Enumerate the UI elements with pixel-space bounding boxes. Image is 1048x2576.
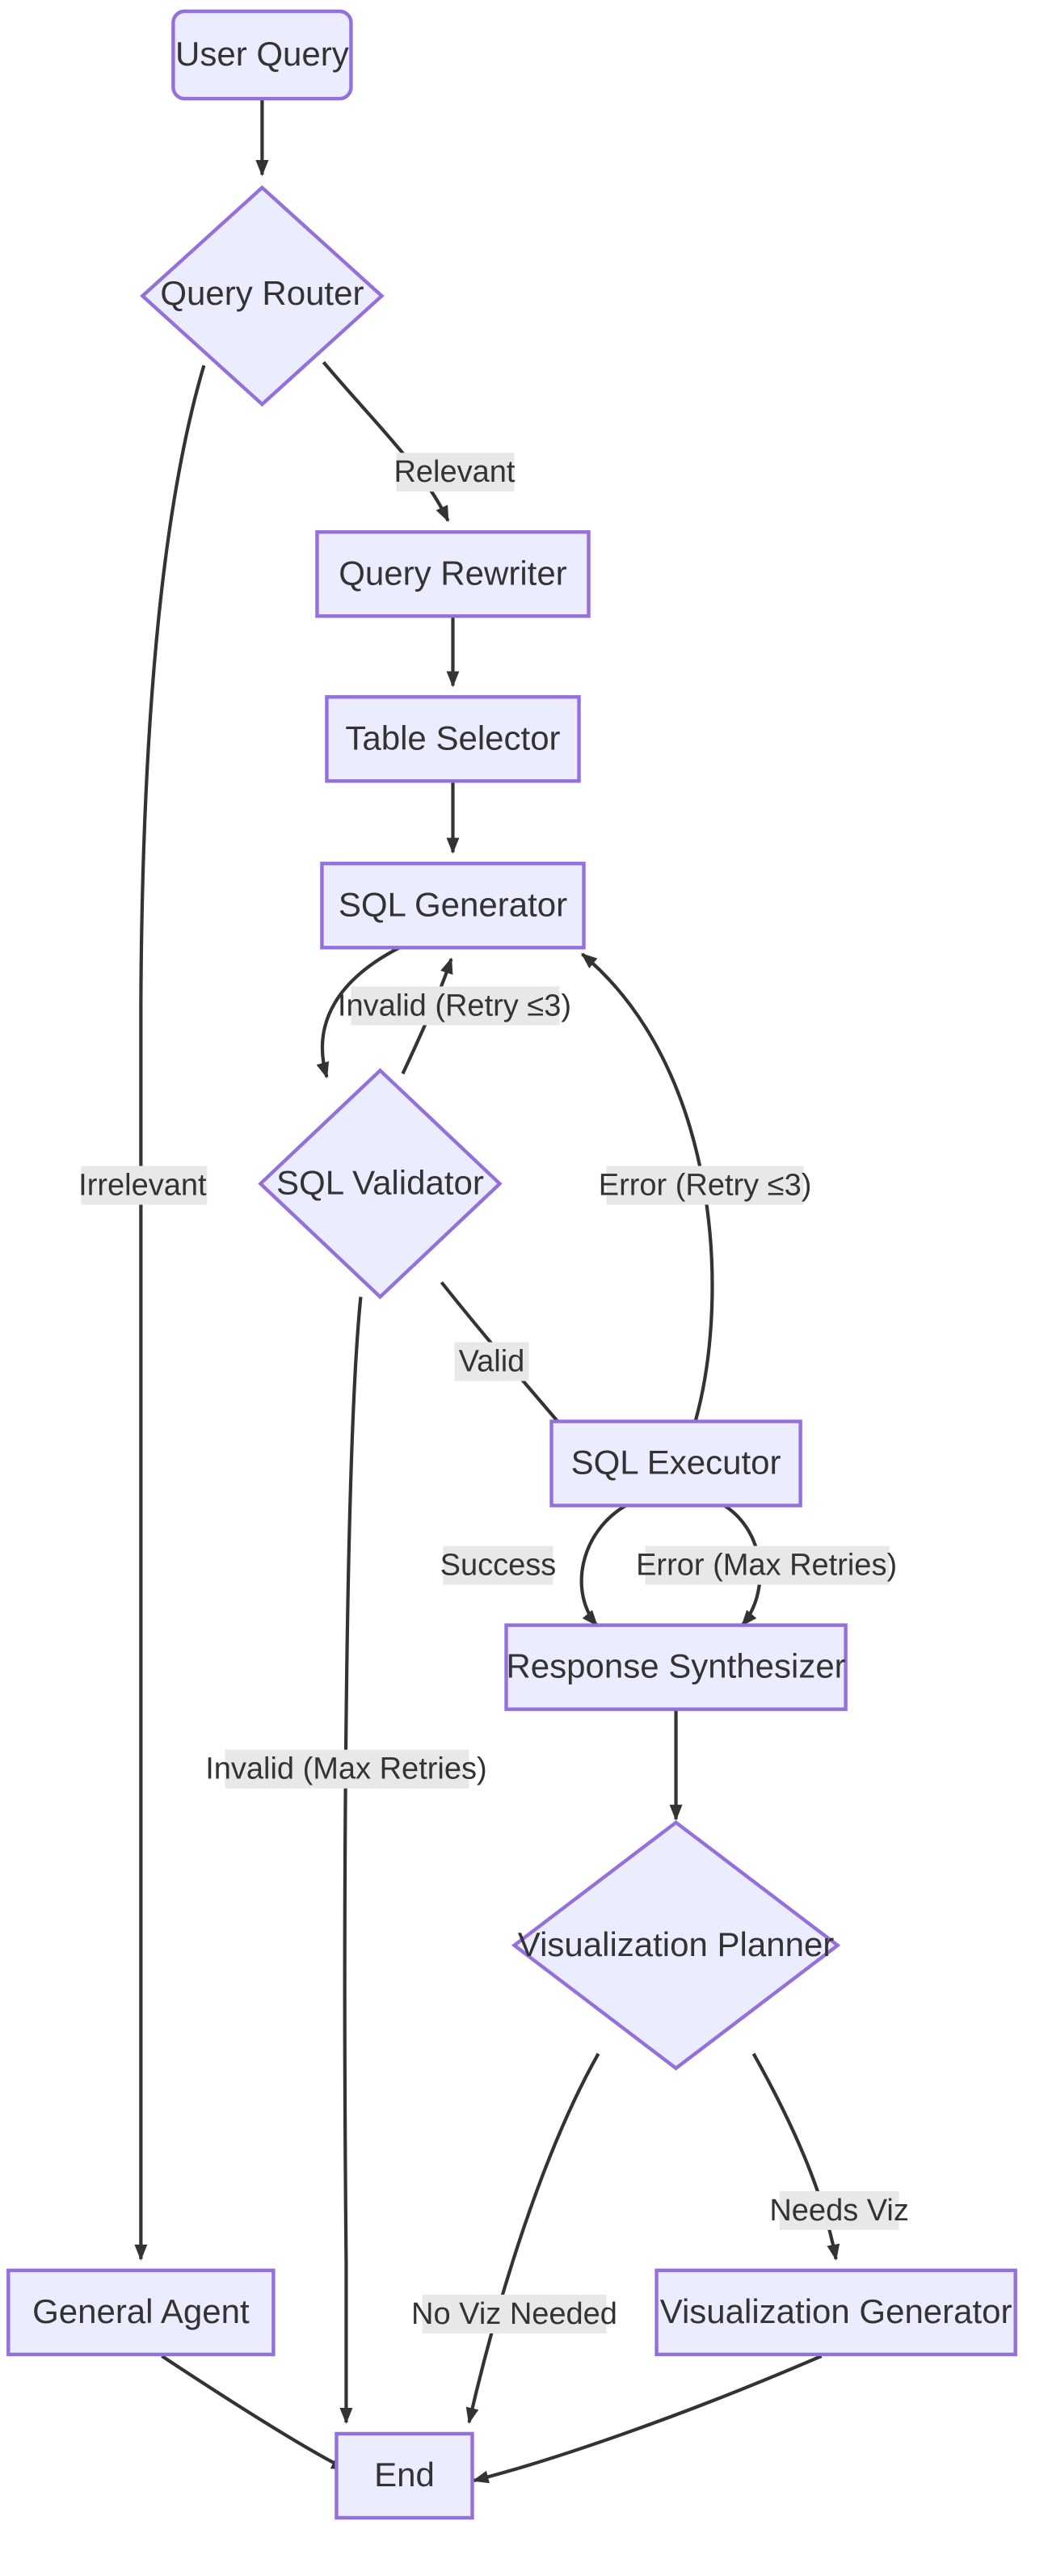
edge-sql-validator-to-end xyxy=(339,1296,363,2424)
edge-label-invalid-max-retries-text: Invalid (Max Retries) xyxy=(205,1752,486,1786)
edge-label-invalid-retry-text: Invalid (Retry ≤3) xyxy=(338,989,571,1022)
edge-sql-generator-to-sql-validator xyxy=(316,946,401,1079)
node-sql-validator-label: SQL Validator xyxy=(276,1164,484,1202)
edge-label-relevant-text: Relevant xyxy=(394,455,515,489)
edge-query-router-to-general-agent xyxy=(134,365,206,2261)
edge-label-invalid-retry: Invalid (Retry ≤3) xyxy=(338,986,571,1026)
node-response-synthesizer-label: Response Synthesizer xyxy=(506,1647,845,1685)
edge-label-layer: Relevant Invalid (Retry ≤3) Irrelevant E… xyxy=(78,453,909,2334)
edge-label-error-retry-text: Error (Retry ≤3) xyxy=(599,1169,812,1203)
node-visualization-planner-label: Visualization Planner xyxy=(518,1925,834,1963)
edge-layer xyxy=(134,99,840,2484)
node-user-query-label: User Query xyxy=(175,35,349,73)
node-sql-executor[interactable]: SQL Executor xyxy=(549,1419,802,1507)
node-general-agent[interactable]: General Agent xyxy=(6,2268,276,2357)
node-layer: User Query Query Router Query Rewriter T… xyxy=(6,9,1017,2520)
node-visualization-generator-label: Visualization Generator xyxy=(660,2292,1012,2330)
edge-label-valid: Valid xyxy=(454,1342,529,1381)
edge-general-agent-to-end xyxy=(161,2355,348,2471)
node-query-rewriter-label: Query Rewriter xyxy=(339,554,566,592)
edge-label-irrelevant-text: Irrelevant xyxy=(78,1169,207,1203)
node-sql-generator-label: SQL Generator xyxy=(339,885,567,923)
node-visualization-generator[interactable]: Visualization Generator xyxy=(654,2268,1017,2357)
node-query-router[interactable]: Query Router xyxy=(140,185,385,407)
node-general-agent-label: General Agent xyxy=(32,2292,250,2330)
edge-label-irrelevant: Irrelevant xyxy=(78,1166,208,1205)
node-sql-validator[interactable]: SQL Validator xyxy=(258,1068,503,1300)
edge-label-success-text: Success xyxy=(440,1549,557,1583)
node-user-query[interactable]: User Query xyxy=(171,9,353,101)
edge-label-error-retry: Error (Retry ≤3) xyxy=(599,1166,812,1205)
edge-label-error-max-retries-text: Error (Max Retries) xyxy=(636,1549,897,1583)
node-response-synthesizer[interactable]: Response Synthesizer xyxy=(504,1623,848,1711)
node-sql-generator[interactable]: SQL Generator xyxy=(320,862,586,950)
node-sql-executor-label: SQL Executor xyxy=(571,1444,781,1482)
edge-label-needs-viz-text: Needs Viz xyxy=(769,2194,909,2228)
node-table-selector[interactable]: Table Selector xyxy=(325,695,581,783)
edge-viz-planner-to-viz-generator xyxy=(751,2052,840,2261)
edge-viz-generator-to-end xyxy=(472,2354,823,2484)
edge-label-invalid-max-retries: Invalid (Max Retries) xyxy=(205,1749,487,1789)
edge-label-relevant: Relevant xyxy=(394,453,516,492)
edge-label-error-max-retries: Error (Max Retries) xyxy=(636,1545,897,1585)
node-query-router-label: Query Router xyxy=(160,274,364,312)
node-table-selector-label: Table Selector xyxy=(345,719,560,757)
node-visualization-planner[interactable]: Visualization Planner xyxy=(511,1819,841,2071)
node-query-rewriter[interactable]: Query Rewriter xyxy=(315,530,591,618)
edge-label-success: Success xyxy=(440,1545,557,1585)
node-end-label: End xyxy=(374,2456,435,2494)
edge-label-no-viz-needed: No Viz Needed xyxy=(411,2294,617,2334)
edge-viz-planner-to-end xyxy=(465,2052,600,2424)
edge-query-router-to-query-rewriter xyxy=(322,360,450,523)
edge-label-valid-text: Valid xyxy=(459,1345,525,1379)
edge-label-needs-viz: Needs Viz xyxy=(769,2190,909,2230)
edge-label-no-viz-needed-text: No Viz Needed xyxy=(411,2297,617,2331)
node-end[interactable]: End xyxy=(335,2431,474,2520)
edge-sql-executor-to-response-synthesizer-success xyxy=(579,1503,627,1627)
